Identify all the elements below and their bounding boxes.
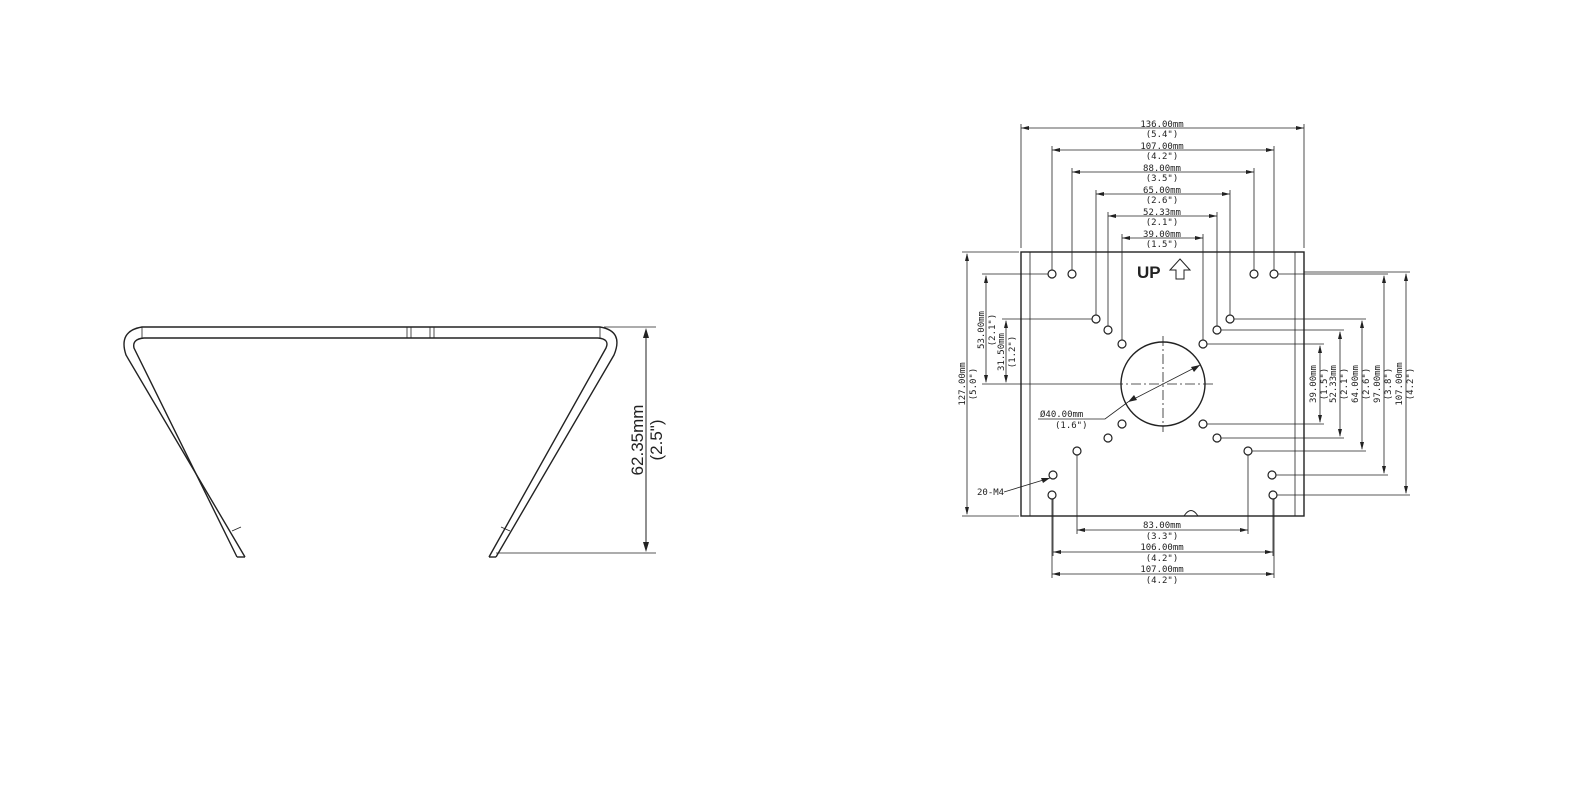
dim-label-mm: 106.00mm — [1140, 543, 1183, 553]
center-bore: Ø40.00mm (1.6") — [1038, 336, 1213, 432]
dim-label-in: (2.1") — [1340, 368, 1350, 401]
right-dimensions: 39.00mm (1.5") 52.33mm (2.1") 64.00mm (2… — [1207, 271, 1416, 496]
dim-label-mm: 107.00mm — [1140, 142, 1183, 152]
top-dimensions: 136.00mm (5.4") 107.00mm (4.2") 88.00mm … — [1020, 120, 1305, 340]
dim-label-in: (4.2") — [1406, 368, 1416, 401]
mounting-hole — [1212, 433, 1222, 443]
dim-label-in: (2.6") — [1146, 196, 1179, 206]
dim-label-mm: 31.50mm — [997, 333, 1007, 371]
mounting-hole — [1249, 269, 1259, 279]
dim-label-mm: 136.00mm — [1140, 120, 1183, 130]
height-label-mm: 62.35mm — [628, 405, 647, 476]
dim-label-mm: 127.00mm — [958, 362, 968, 405]
dim-label-in: (5.0") — [969, 368, 979, 401]
mounting-hole — [1103, 325, 1113, 335]
dim-label-in: (3.5") — [1146, 174, 1179, 184]
dim-label-mm: 53.00mm — [977, 311, 987, 349]
up-marking: UP — [1137, 258, 1192, 282]
dim-label-mm: 88.00mm — [1143, 164, 1181, 174]
mounting-hole — [1072, 446, 1082, 456]
dim-label-in: (4.2") — [1146, 554, 1179, 564]
mounting-hole — [1243, 446, 1253, 456]
dim-label-in: (1.2") — [1008, 336, 1018, 369]
up-label: UP — [1137, 263, 1161, 282]
height-dimension: 62.35mm (2.5") — [496, 326, 666, 554]
bracket-profile — [123, 326, 618, 558]
thread-callout: 20-M4 — [977, 477, 1051, 498]
mounting-hole — [1103, 433, 1113, 443]
mounting-hole — [1267, 470, 1277, 480]
dim-label-mm: 107.00mm — [1395, 362, 1405, 405]
dim-label-mm: 39.00mm — [1143, 230, 1181, 240]
dim-label-in: (2.1") — [1146, 218, 1179, 228]
mounting-hole — [1091, 314, 1101, 324]
plate-view: Ø40.00mm (1.6") UP — [958, 120, 1416, 586]
mounting-hole — [1048, 470, 1058, 480]
dim-label-in: (3.3") — [1146, 532, 1179, 542]
height-label-in: (2.5") — [647, 420, 666, 461]
mounting-hole — [1117, 419, 1127, 429]
thread-label: 20-M4 — [977, 488, 1004, 498]
side-view: 62.35mm (2.5") — [123, 326, 666, 558]
bore-diameter-in: (1.6") — [1055, 421, 1088, 431]
dim-label-in: (2.1") — [988, 314, 998, 347]
mounting-hole — [1047, 269, 1057, 279]
bore-diameter-mm: Ø40.00mm — [1040, 409, 1083, 420]
dim-label-mm: 52.33mm — [1143, 208, 1181, 218]
left-dimensions: 127.00mm (5.0") 53.00mm (2.1") 31.50mm (… — [958, 251, 1113, 517]
arrow-up-icon — [1168, 258, 1192, 280]
dim-label-mm: 64.00mm — [1351, 365, 1361, 403]
dim-label-in: (1.5") — [1320, 368, 1330, 401]
dim-label-mm: 39.00mm — [1309, 365, 1319, 403]
dim-label-in: (1.5") — [1146, 240, 1179, 250]
dim-label-in: (4.2") — [1146, 576, 1179, 586]
mounting-hole — [1198, 339, 1208, 349]
mounting-hole — [1269, 269, 1279, 279]
mounting-hole — [1212, 325, 1222, 335]
dim-label-mm: 83.00mm — [1143, 521, 1181, 531]
mounting-hole — [1047, 490, 1057, 500]
dim-label-in: (2.6") — [1362, 368, 1372, 401]
mounting-hole — [1198, 419, 1208, 429]
mounting-hole — [1225, 314, 1235, 324]
mounting-hole — [1268, 490, 1278, 500]
dim-label-mm: 65.00mm — [1143, 186, 1181, 196]
dim-label-in: (4.2") — [1146, 152, 1179, 162]
dim-label-mm: 107.00mm — [1140, 565, 1183, 575]
dim-label-in: (3.8") — [1384, 368, 1394, 401]
dim-label-mm: 97.00mm — [1373, 365, 1383, 403]
mounting-hole — [1117, 339, 1127, 349]
bottom-dimensions: 83.00mm (3.3") 106.00mm (4.2") 107.00mm … — [1051, 455, 1275, 586]
dim-label-mm: 52.33mm — [1329, 365, 1339, 403]
dim-label-in: (5.4") — [1146, 130, 1179, 140]
mounting-hole — [1067, 269, 1077, 279]
mounting-holes — [1047, 269, 1279, 500]
